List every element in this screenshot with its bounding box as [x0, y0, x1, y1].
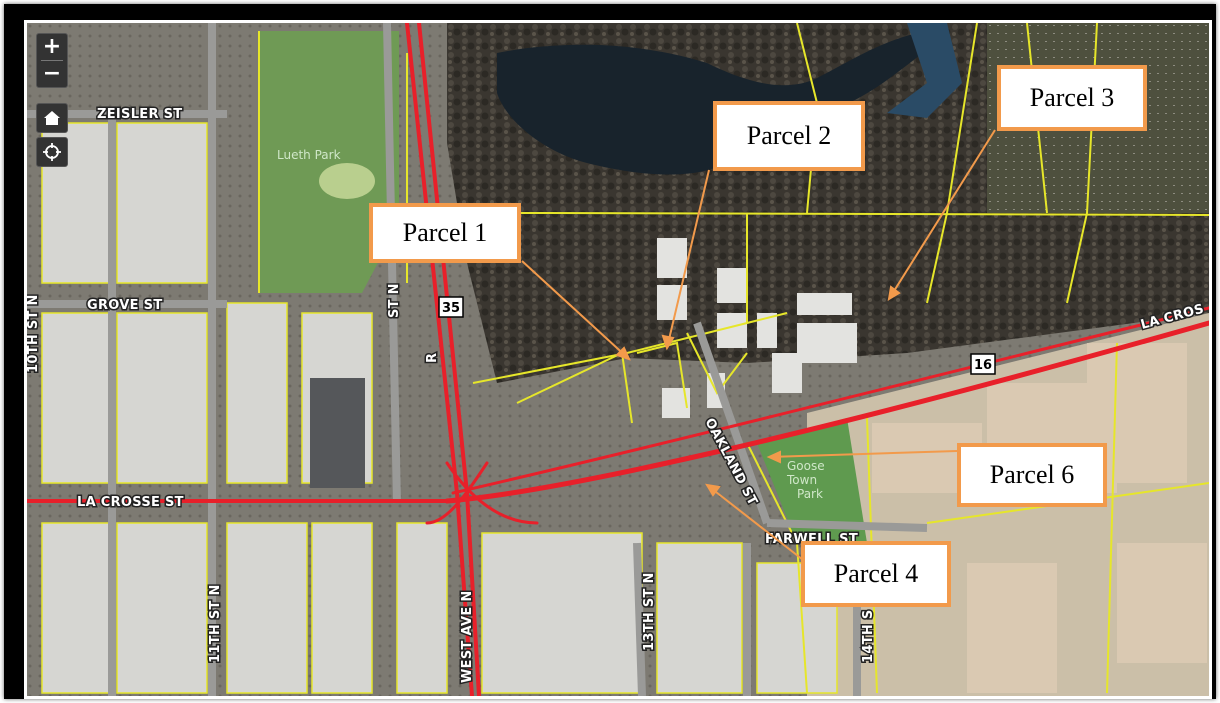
label-la-crosse-st-west: LA CROSSE ST: [77, 495, 184, 510]
label-west-ave: WEST AVE N: [460, 590, 475, 683]
label-13th-st: 13TH ST N: [642, 572, 657, 651]
crosshair-icon: [43, 143, 61, 161]
svg-text:16: 16: [974, 358, 992, 373]
zoom-in-button[interactable]: +: [42, 34, 62, 59]
map-viewport[interactable]: 35 16 ZEISLER ST GROVE ST 10TH ST N 11TH…: [24, 20, 1212, 699]
label-goose-park-2: Town: [786, 473, 817, 487]
highways: [27, 23, 1209, 696]
label-11th-st: 11TH ST N: [208, 584, 223, 663]
zoom-divider: [41, 60, 63, 61]
map-frame: 35 16 ZEISLER ST GROVE ST 10TH ST N 11TH…: [4, 4, 1216, 699]
zoom-control: + −: [36, 33, 68, 88]
callout-parcel-1: Parcel 1: [369, 203, 521, 263]
hwy-35-shield: 35: [438, 296, 464, 318]
lueth-park-area: [259, 31, 399, 293]
label-goose-park-1: Goose: [787, 459, 825, 473]
parking-lot: [310, 378, 365, 488]
label-grove-st: GROVE ST: [87, 298, 162, 313]
callout-arrows: [521, 129, 996, 564]
callout-parcel-3: Parcel 3: [997, 65, 1147, 131]
river-arm: [887, 23, 962, 118]
local-roads: [27, 23, 928, 696]
home-button[interactable]: [36, 103, 68, 133]
callout-parcel-4: Parcel 4: [801, 541, 951, 607]
locate-button[interactable]: [36, 137, 68, 167]
label-14th-st: 14TH S: [861, 609, 876, 663]
lueth-field: [319, 163, 375, 199]
label-10th-st: 10TH ST N: [27, 294, 41, 373]
label-r: R: [425, 353, 440, 363]
home-icon: [44, 111, 60, 125]
callout-parcel-6: Parcel 6: [957, 443, 1107, 507]
north-buildings: [657, 238, 857, 418]
label-st-n: ST N: [387, 283, 402, 318]
callout-parcel-2: Parcel 2: [713, 101, 865, 171]
zoom-out-button[interactable]: −: [42, 61, 62, 86]
label-zeisler-st: ZEISLER ST: [97, 107, 182, 122]
hwy-16-shield: 16: [970, 353, 996, 375]
label-lueth-park: Lueth Park: [277, 148, 341, 162]
label-goose-park-3: Park: [797, 487, 823, 501]
svg-text:35: 35: [442, 301, 460, 316]
goose-park-area: [757, 418, 867, 543]
